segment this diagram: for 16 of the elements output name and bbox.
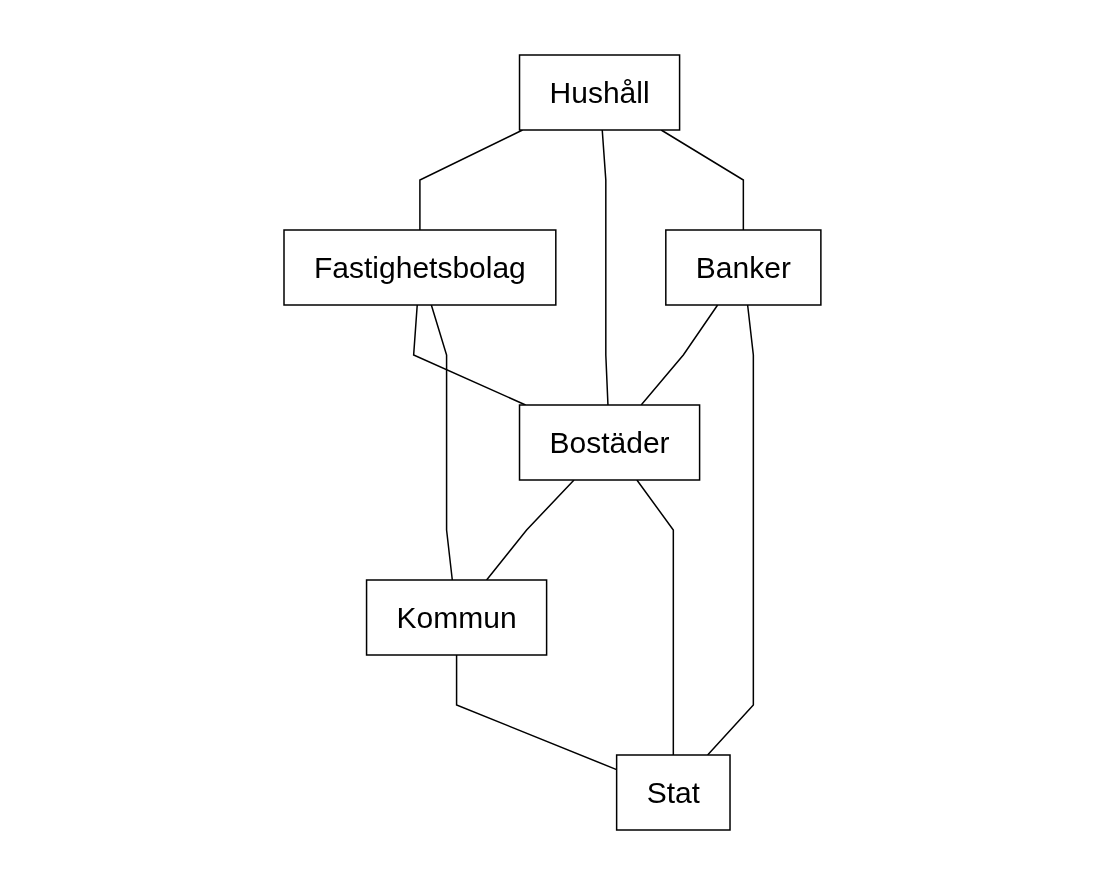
connector	[430, 304, 453, 581]
connector	[640, 304, 718, 406]
connector	[706, 304, 754, 756]
connector	[601, 129, 609, 406]
connector	[635, 479, 674, 756]
connector	[455, 654, 617, 771]
node-box: Hushåll	[518, 54, 680, 131]
node-box: Stat	[615, 754, 731, 831]
connector	[412, 304, 526, 406]
node-box: Fastighetsbolag	[282, 229, 557, 306]
node-box: Kommun	[365, 579, 547, 656]
connector	[660, 129, 744, 231]
connector	[418, 129, 523, 231]
node-box: Banker	[664, 229, 822, 306]
node-box: Bostäder	[518, 404, 700, 481]
connector	[485, 479, 575, 581]
